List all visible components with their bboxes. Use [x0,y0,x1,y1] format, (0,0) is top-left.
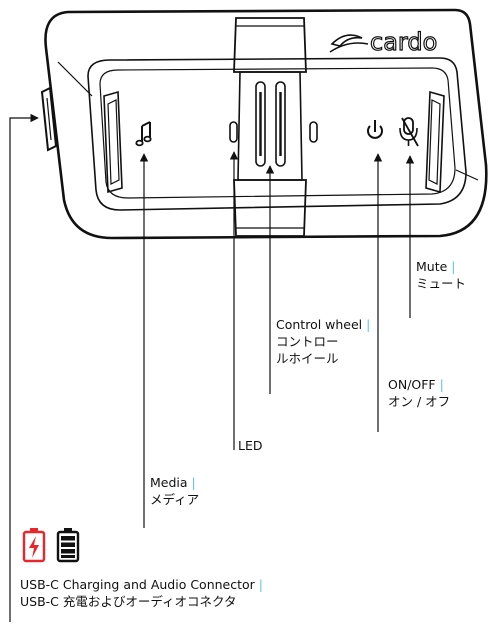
label-led: LED [238,438,263,453]
left-clip [103,90,123,194]
music-note-icon [135,121,152,147]
charging-battery-icon [22,528,46,563]
full-battery-icon [56,528,80,563]
cardo-logo: cardo [329,27,438,57]
callout-line-usb [9,113,39,622]
label-media: Media | メディア [150,475,200,507]
control-wheel [233,17,307,237]
led-right [309,121,318,143]
label-mute: Mute | ミュート [416,259,467,291]
label-control-wheel: Control wheel | コントロー ルホイール [276,317,371,366]
led-left [229,121,238,143]
label-on-off: ON/OFF | オン / オフ [388,377,451,409]
label-usb-c: USB-C Charging and Audio Connector | USB… [20,577,264,609]
right-clip [425,90,445,194]
power-icon [367,120,383,139]
usb-c-connector [40,86,58,152]
mute-icon [399,117,419,147]
device-housing [44,8,488,240]
svg-text:cardo: cardo [370,28,437,56]
inner-frame [87,57,467,211]
